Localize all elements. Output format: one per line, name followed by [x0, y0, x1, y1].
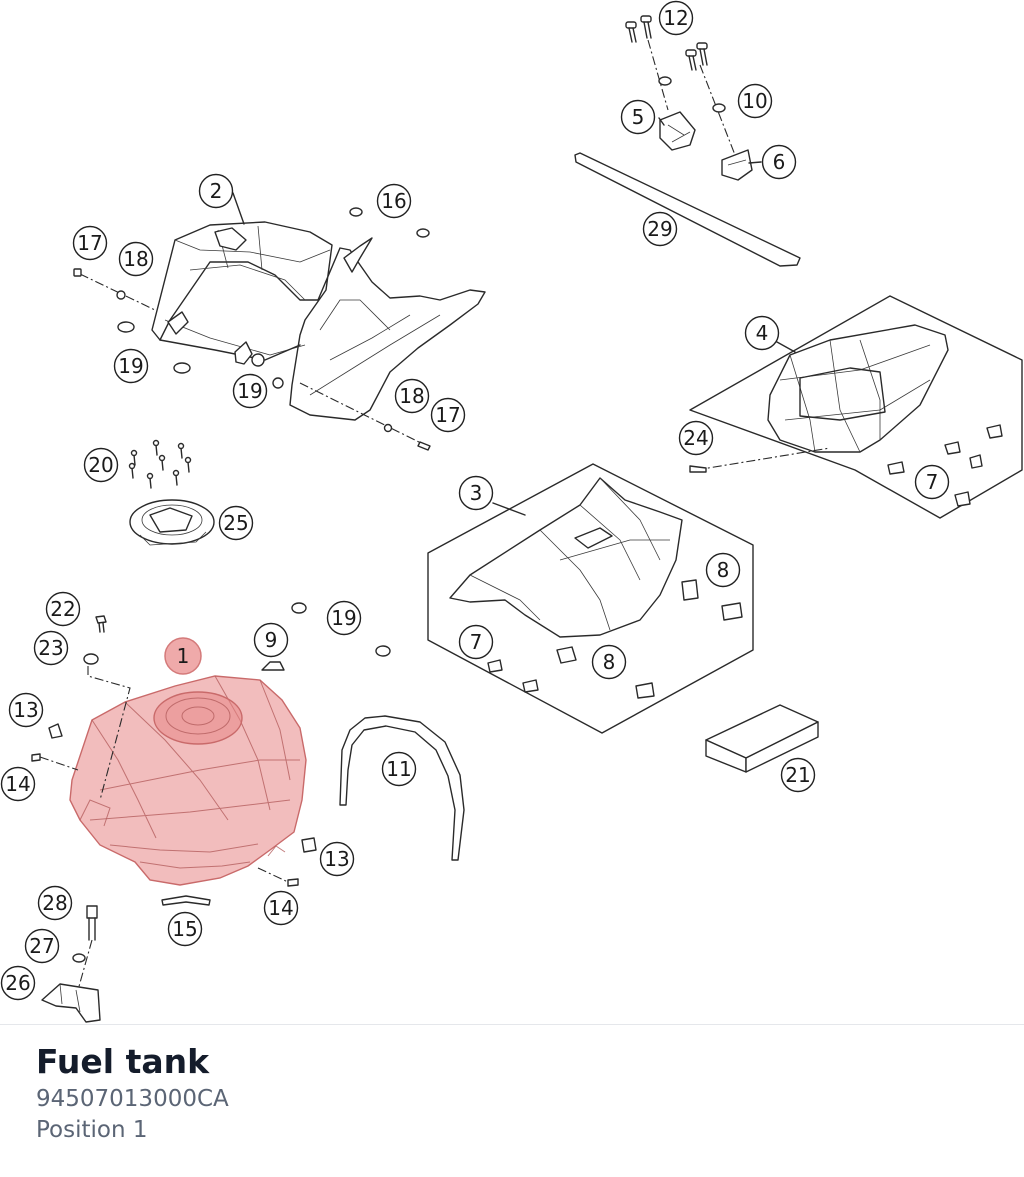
callout-leaders	[232, 117, 796, 516]
svg-text:15: 15	[172, 917, 197, 941]
svg-text:27: 27	[29, 934, 54, 958]
seat-box	[427, 463, 754, 734]
svg-text:7: 7	[926, 470, 939, 494]
svg-text:14: 14	[5, 772, 30, 796]
svg-text:25: 25	[223, 511, 248, 535]
svg-text:17: 17	[435, 403, 460, 427]
callout-18-right[interactable]: 18	[394, 378, 430, 414]
svg-text:23: 23	[38, 636, 63, 660]
svg-text:7: 7	[470, 630, 483, 654]
seal-part	[339, 715, 465, 861]
part-info-panel: Fuel tank 94507013000CA Position 1	[36, 1040, 996, 1146]
callout-4[interactable]: 4	[744, 315, 780, 351]
svg-text:18: 18	[399, 384, 424, 408]
callout-13-right[interactable]: 13	[319, 841, 355, 877]
callout-10[interactable]: 10	[737, 83, 773, 119]
callout-14-left[interactable]: 14	[0, 766, 36, 802]
callout-17-left[interactable]: 17	[72, 225, 108, 261]
callout-26[interactable]: 26	[0, 965, 36, 1001]
svg-text:19: 19	[331, 606, 356, 630]
callout-8-lower[interactable]: 8	[591, 644, 627, 680]
svg-text:17: 17	[77, 231, 102, 255]
callout-27[interactable]: 27	[24, 928, 60, 964]
svg-text:9: 9	[265, 628, 278, 652]
svg-text:29: 29	[647, 217, 672, 241]
strap-part	[574, 152, 801, 267]
svg-text:19: 19	[118, 354, 143, 378]
svg-text:22: 22	[50, 597, 75, 621]
callout-5[interactable]: 5	[620, 99, 656, 135]
rear-seat-cowl-box	[689, 295, 1023, 519]
callout-20[interactable]: 20	[83, 447, 119, 483]
svg-text:10: 10	[742, 89, 767, 113]
callout-15[interactable]: 15	[167, 911, 203, 947]
callout-21[interactable]: 21	[780, 757, 816, 793]
tank-fasteners	[31, 602, 391, 887]
svg-text:21: 21	[785, 763, 810, 787]
svg-text:24: 24	[683, 426, 708, 450]
callout-19-lower[interactable]: 19	[326, 600, 362, 636]
callout-22[interactable]: 22	[45, 591, 81, 627]
box-part	[705, 704, 819, 773]
svg-text:19: 19	[237, 379, 262, 403]
callout-23[interactable]: 23	[33, 630, 69, 666]
fuel-tank-part	[69, 675, 307, 886]
callout-18-left[interactable]: 18	[118, 241, 154, 277]
svg-text:14: 14	[268, 896, 293, 920]
callout-13-left[interactable]: 13	[8, 692, 44, 728]
svg-text:11: 11	[386, 757, 411, 781]
svg-text:1: 1	[177, 644, 190, 668]
callout-19-center[interactable]: 19	[232, 373, 268, 409]
svg-text:28: 28	[42, 891, 67, 915]
svg-text:13: 13	[324, 847, 349, 871]
callout-9[interactable]: 9	[253, 622, 289, 658]
front-fairing-part	[151, 221, 486, 421]
callout-8-upper[interactable]: 8	[705, 552, 741, 588]
callout-25[interactable]: 25	[218, 505, 254, 541]
svg-text:2: 2	[210, 179, 223, 203]
callout-7-rear[interactable]: 7	[914, 464, 950, 500]
callout-19-left[interactable]: 19	[113, 348, 149, 384]
callout-14-right[interactable]: 14	[263, 890, 299, 926]
part-title: Fuel tank	[36, 1042, 210, 1081]
callout-6[interactable]: 6	[761, 144, 797, 180]
rear-bracket-group	[625, 15, 753, 181]
fairing-fasteners	[73, 207, 431, 451]
exploded-parts-diagram: 1 2 3 4 5 6 7 7 8 8 9 10 11 12 13 13 14 …	[0, 0, 1023, 1023]
svg-text:6: 6	[773, 150, 786, 174]
divider	[0, 1024, 1024, 1025]
callout-1[interactable]: 1	[164, 637, 202, 675]
svg-text:13: 13	[13, 698, 38, 722]
svg-text:20: 20	[88, 453, 113, 477]
callout-16[interactable]: 16	[376, 183, 412, 219]
callout-28[interactable]: 28	[37, 885, 73, 921]
callout-12[interactable]: 12	[658, 0, 694, 36]
callout-3[interactable]: 3	[458, 475, 494, 511]
filler-cap-group	[128, 439, 215, 546]
part-position: Position 1	[36, 1117, 148, 1143]
callout-24[interactable]: 24	[678, 420, 714, 456]
callout-29[interactable]: 29	[642, 211, 678, 247]
strip-part	[161, 895, 211, 906]
svg-text:3: 3	[470, 481, 483, 505]
svg-text:18: 18	[123, 247, 148, 271]
callout-2[interactable]: 2	[198, 173, 234, 209]
svg-text:12: 12	[663, 6, 688, 30]
part-number: 94507013000CA	[36, 1086, 229, 1112]
svg-text:4: 4	[756, 321, 769, 345]
svg-text:26: 26	[5, 971, 30, 995]
svg-text:8: 8	[603, 650, 616, 674]
svg-text:5: 5	[632, 105, 645, 129]
svg-text:8: 8	[717, 558, 730, 582]
callout-7-seat[interactable]: 7	[458, 624, 494, 660]
callout-11[interactable]: 11	[381, 751, 417, 787]
callout-17-right[interactable]: 17	[430, 397, 466, 433]
svg-text:16: 16	[381, 189, 406, 213]
bottom-bracket-group	[41, 905, 101, 1023]
